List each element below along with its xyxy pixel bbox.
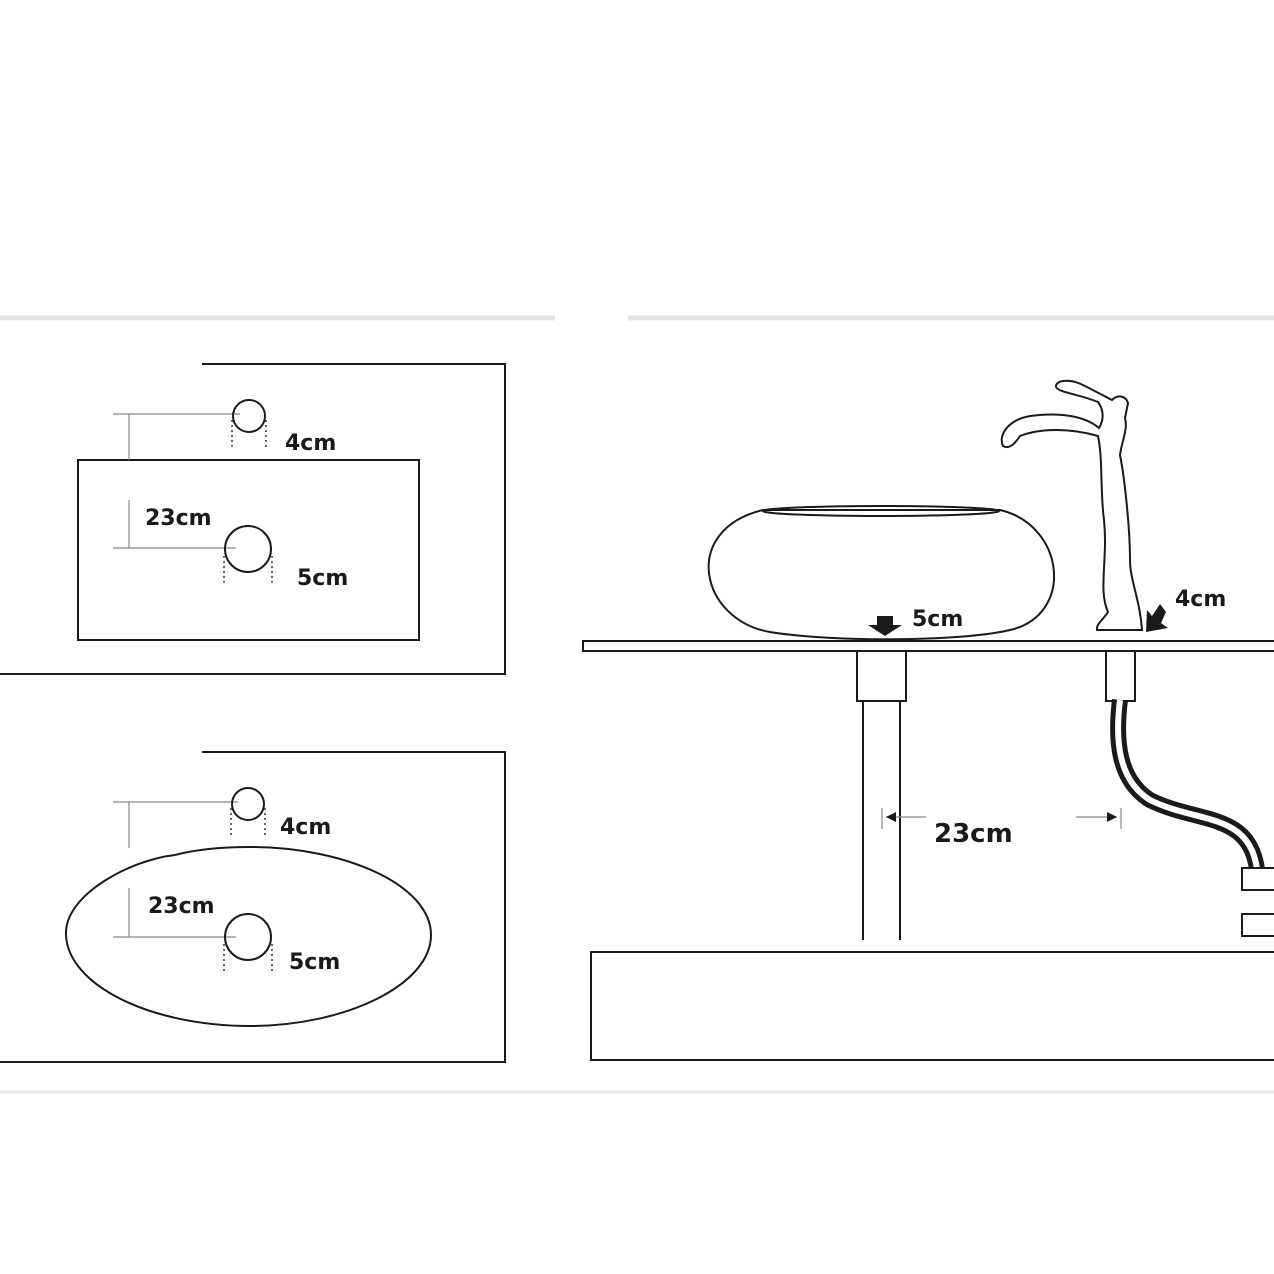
countertop-slab bbox=[582, 640, 1274, 652]
faucet bbox=[1000, 379, 1144, 631]
oval-basin-top-view: 4cm 23cm 5cm bbox=[0, 751, 506, 1063]
faucet-arrow-icon bbox=[1146, 604, 1168, 632]
faucet-size-label: 4cm bbox=[1175, 587, 1226, 612]
faucet-hole-size-label: 4cm bbox=[280, 815, 331, 840]
drain-size-label: 5cm bbox=[912, 607, 963, 632]
flex-hose-inner bbox=[1115, 699, 1261, 881]
hole-distance-label: 23cm bbox=[145, 506, 212, 531]
dimension-arrowhead-right bbox=[1107, 812, 1117, 822]
rect-basin-top-view: 4cm 23cm 5cm bbox=[0, 363, 506, 675]
dimension-arrowhead-left bbox=[886, 812, 896, 822]
drain-hole-size-label: 5cm bbox=[289, 950, 340, 975]
cabinet bbox=[590, 951, 1274, 1061]
faucet-hole-icon bbox=[232, 399, 266, 433]
faucet-supply-fitting bbox=[1105, 650, 1136, 702]
faucet-hole-icon bbox=[231, 787, 265, 821]
countertop-outline bbox=[0, 363, 506, 675]
drain-hole-icon bbox=[224, 525, 272, 573]
vessel-bowl-rim bbox=[762, 505, 1000, 517]
side-view: 5cm 4cm 23cm bbox=[582, 379, 1274, 1061]
rect-basin-outline bbox=[77, 459, 420, 641]
drain-hole-icon bbox=[224, 913, 272, 961]
valve-lower bbox=[1241, 913, 1274, 937]
drain-arrow-icon bbox=[868, 616, 902, 636]
oval-basin-outline bbox=[64, 845, 433, 1028]
hole-distance-label: 23cm bbox=[148, 894, 215, 919]
drain-hole-size-label: 5cm bbox=[297, 566, 348, 591]
valve-upper bbox=[1241, 867, 1274, 891]
faucet-hole-size-label: 4cm bbox=[285, 431, 336, 456]
countertop-outline bbox=[0, 751, 506, 1063]
hole-distance-label: 23cm bbox=[934, 819, 1013, 849]
drain-fitting bbox=[856, 650, 907, 702]
vessel-bowl bbox=[707, 509, 1056, 641]
